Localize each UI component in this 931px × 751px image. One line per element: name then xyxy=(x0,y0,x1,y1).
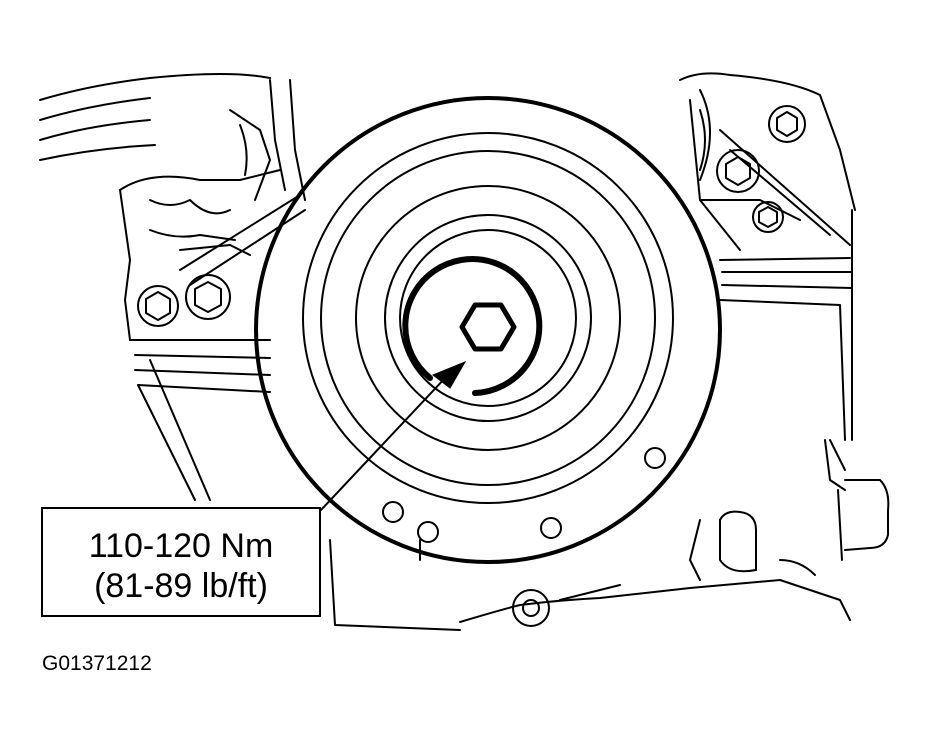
right-cover-bolts xyxy=(716,105,806,233)
hub-ring xyxy=(402,256,543,396)
lower-right-housing xyxy=(689,439,890,581)
torque-metric-label: 110-120 Nm xyxy=(88,527,274,565)
upper-left-pulley-arcs xyxy=(39,73,271,161)
left-mounting-bracket xyxy=(119,79,306,501)
right-timing-cover xyxy=(679,72,856,471)
figure-id-label: G01371212 xyxy=(42,652,152,675)
callout-arrow-icon xyxy=(432,360,467,389)
crankshaft-damper-pulley xyxy=(254,96,722,564)
crankshaft-bolt-hex-icon xyxy=(459,302,517,352)
damper-holes xyxy=(382,447,666,543)
callout-leader-line xyxy=(320,375,448,511)
torque-imperial-label: (81-89 lb/ft) xyxy=(94,567,268,605)
left-bracket-bolts xyxy=(137,274,231,327)
torque-spec-callout: 110-120 Nm (81-89 lb/ft) xyxy=(41,507,321,617)
oil-pan-edge xyxy=(329,539,851,631)
